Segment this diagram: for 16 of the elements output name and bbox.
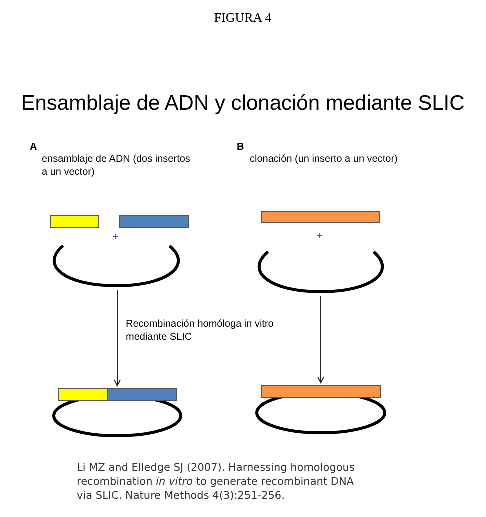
dna-insert xyxy=(261,211,380,223)
arrow xyxy=(114,290,121,386)
panel-letter: B xyxy=(237,142,244,153)
dna-insert xyxy=(50,215,99,228)
arrow xyxy=(318,296,324,384)
plus-sign: + xyxy=(113,232,119,243)
title: Ensamblaje de ADN y clonación mediante SLIC xyxy=(20,92,466,116)
plus-sign: + xyxy=(317,231,323,242)
panel-description: ensamblaje de ADN (dos insertos a un vector) xyxy=(42,153,192,179)
plasmid-drawing xyxy=(52,388,183,438)
panel-letter: A xyxy=(30,142,38,153)
panel-description: clonación (un inserto a un vector) xyxy=(250,153,399,166)
figure-number: FIGURA 4 xyxy=(213,10,273,26)
dna-insert xyxy=(119,215,189,228)
citation: Li MZ and Elledge SJ (2007). Harnessing homologous recombination in vitro to generate recombinant DNA via SLIC. Nature Methods 4(3):251-256. xyxy=(77,461,356,503)
plasmid-drawing xyxy=(255,385,387,435)
